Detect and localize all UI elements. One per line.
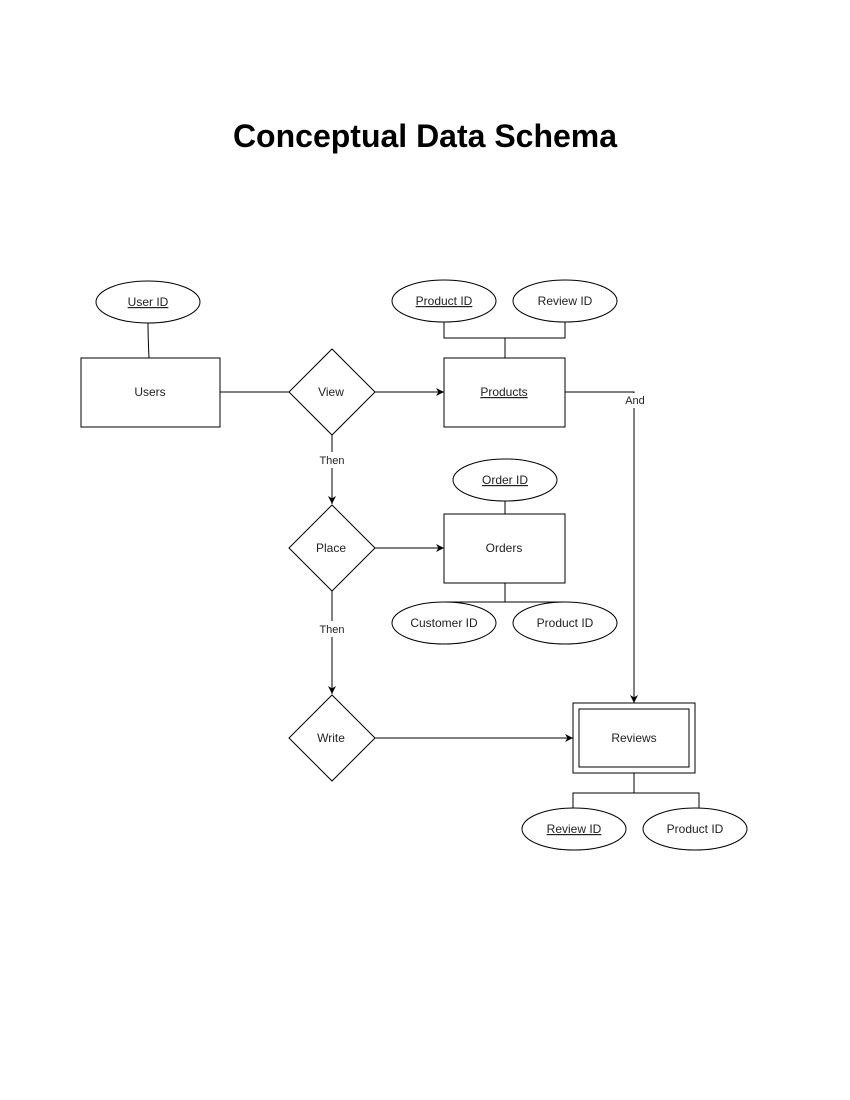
attribute-review-id-label: Review ID xyxy=(538,294,593,308)
entity-users-label: Users xyxy=(134,385,165,399)
edge-userid-users xyxy=(147,322,150,359)
attribute-user-id[interactable]: User ID xyxy=(95,280,201,324)
entity-orders[interactable]: Orders xyxy=(443,513,566,584)
attribute-review-id[interactable]: Review ID xyxy=(512,279,618,323)
attribute-product-id[interactable]: Product ID xyxy=(391,279,497,323)
page-title: Conceptual Data Schema xyxy=(232,118,618,154)
entity-orders-label: Orders xyxy=(486,541,523,555)
attribute-order-product-id-label: Product ID xyxy=(537,616,594,630)
attribute-product-id-label: Product ID xyxy=(416,294,473,308)
attribute-order-id-label: Order ID xyxy=(482,473,528,487)
edge-orders-attributes xyxy=(444,583,565,603)
edge-label-then-1: Then xyxy=(319,455,344,467)
edge-label-then-2: Then xyxy=(319,624,344,636)
entity-reviews-label: Reviews xyxy=(611,731,656,745)
connectors xyxy=(147,322,700,808)
edge-products-attributes xyxy=(443,322,566,358)
attribute-order-product-id[interactable]: Product ID xyxy=(512,601,618,645)
edge-label-and: And xyxy=(625,395,645,407)
relationship-place[interactable]: Place xyxy=(288,504,376,592)
attribute-reviews-product-id[interactable]: Product ID xyxy=(642,807,748,851)
entity-products-label: Products xyxy=(480,385,527,399)
relationship-place-label: Place xyxy=(316,541,346,555)
entity-users[interactable]: Users xyxy=(80,357,221,428)
attribute-order-id[interactable]: Order ID xyxy=(452,458,558,502)
attribute-reviews-product-id-label: Product ID xyxy=(667,822,724,836)
attribute-reviews-review-id-label: Review ID xyxy=(547,822,602,836)
edge-reviews-attributes xyxy=(572,773,700,808)
relationship-view[interactable]: View xyxy=(288,348,376,436)
edge-products-reviews xyxy=(565,391,638,703)
edge-labels: Then Then And xyxy=(316,393,648,637)
relationship-view-label: View xyxy=(318,385,344,399)
relationship-write-label: Write xyxy=(317,731,345,745)
attribute-customer-id-label: Customer ID xyxy=(410,616,478,630)
attribute-reviews-review-id[interactable]: Review ID xyxy=(521,807,627,851)
attribute-customer-id[interactable]: Customer ID xyxy=(391,601,497,645)
entity-reviews[interactable]: Reviews xyxy=(572,702,696,774)
relationship-write[interactable]: Write xyxy=(288,694,376,782)
attribute-user-id-label: User ID xyxy=(128,295,169,309)
entity-products[interactable]: Products xyxy=(443,357,566,428)
